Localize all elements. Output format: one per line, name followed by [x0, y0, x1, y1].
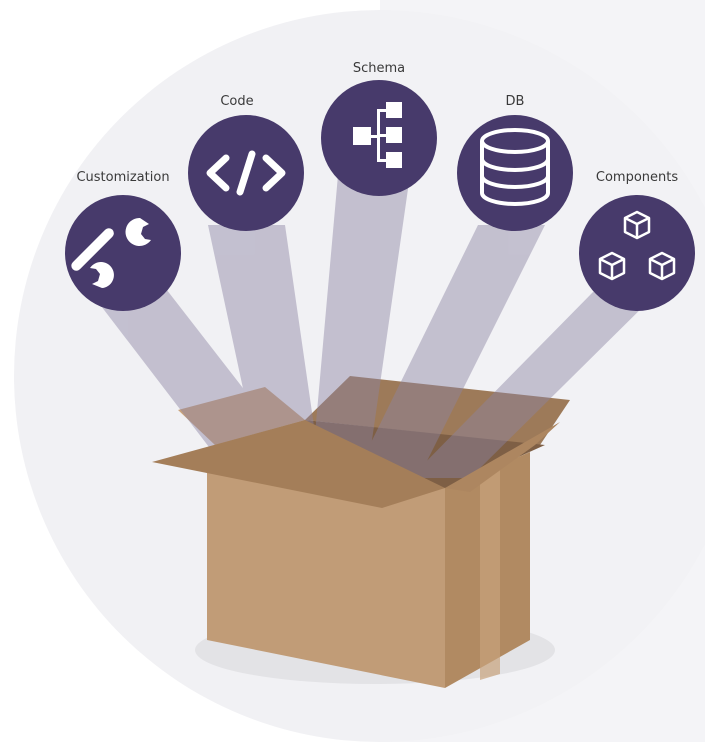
light-beams [85, 175, 660, 478]
database-icon [480, 128, 550, 206]
beam-code [208, 225, 320, 468]
db-circle [457, 115, 573, 231]
box-front-flap [152, 420, 445, 508]
components-circle [579, 195, 695, 311]
beam-schema [312, 175, 410, 468]
db-node [457, 115, 573, 231]
beam-customization [85, 285, 305, 468]
db-label: DB [505, 94, 525, 109]
code-node [188, 115, 304, 231]
wrench-icon [71, 217, 151, 288]
components-label: Components [595, 170, 679, 185]
customization-label: Customization [76, 170, 170, 185]
beam-db [355, 225, 545, 475]
cubes-icon [598, 210, 676, 281]
box-tape [480, 464, 500, 680]
customization-node [65, 195, 181, 311]
box-left-back-flap [178, 387, 305, 445]
beam-components [410, 290, 660, 478]
box-front [207, 465, 445, 688]
code-brackets-icon [206, 150, 286, 196]
code-label: Code [220, 94, 254, 109]
schema-node [321, 80, 437, 196]
box-back-flap [305, 376, 570, 445]
box-right-flap [445, 422, 560, 492]
components-node [579, 195, 695, 311]
customization-circle [65, 195, 181, 311]
hierarchy-icon [353, 102, 402, 168]
schema-label: Schema [352, 61, 406, 76]
